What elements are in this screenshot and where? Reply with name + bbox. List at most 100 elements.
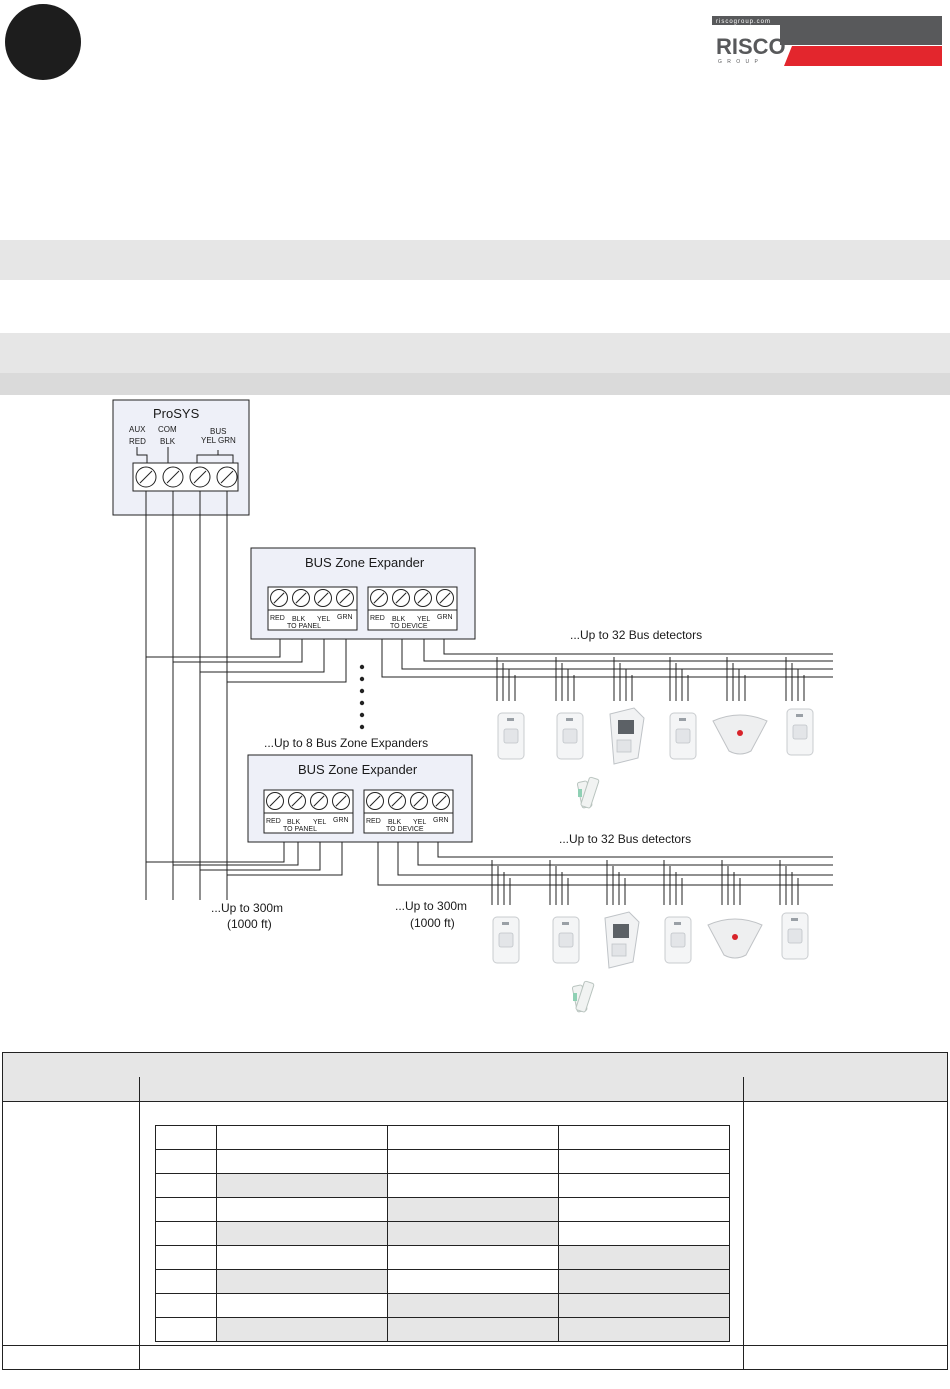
dip-table-cell [558,1221,730,1246]
brand-name: RISCO [716,34,786,59]
prosys-panel-box [112,399,250,516]
expander-2-title: BUS Zone Expander [298,762,418,777]
exp1-blk-device: BLK [392,616,406,623]
exp2-device-terminal-screw-slot-2 [413,795,425,807]
dip-table-cell [216,1293,388,1318]
motion-detector-icon [492,916,520,964]
dip-table-cell [387,1293,559,1318]
dip-table-cell [155,1317,217,1342]
expander-1-title: BUS Zone Expander [305,555,425,570]
dip-table-row [155,1197,730,1222]
specification-table [2,1052,948,1370]
exp1-yel-device: YEL [417,616,430,623]
dip-table-cell [155,1149,217,1174]
motion-detector-icon [664,916,692,964]
exp2-blk: BLK [287,819,301,826]
exp1-to-panel: TO PANEL [287,623,321,630]
dip-table-row [155,1125,730,1150]
chapter-badge [5,4,81,80]
dip-table-row [155,1221,730,1246]
exp2-yel-device: YEL [413,819,426,826]
dip-table-cell [558,1149,730,1174]
exp2-grn: GRN [333,817,349,824]
motion-detector-icon [604,911,640,969]
dip-table-cell [216,1173,388,1198]
distance-label-right-2: (1000 ft) [410,916,455,930]
expander-continuation-dots [359,664,365,730]
dip-table-cell [387,1149,559,1174]
exp1-grn-device: GRN [437,614,453,621]
distance-label-left-2: (1000 ft) [227,917,272,931]
exp1-grn: GRN [337,614,353,621]
dip-table-row [155,1173,730,1198]
exp2-red: RED [266,818,281,825]
dip-table-cell [558,1125,730,1150]
bus-wiring-diagram: ProSYS AUX COM BUS RED BLK YEL GRN BU [112,399,833,1013]
dip-table-cell [216,1245,388,1270]
exp1-panel-terminal-screw-slot-0 [273,592,285,604]
spec-table-header [3,1053,947,1078]
panel-terminal-screw-slot-3 [220,470,234,484]
up-to-32-label-2: ...Up to 32 Bus detectors [559,832,691,846]
up-to-32-label-1: ...Up to 32 Bus detectors [570,628,702,642]
exp1-device-terminal-screw-slot-3 [439,592,451,604]
dip-table-cell [216,1269,388,1294]
exp2-panel-terminal-screw-slot-2 [313,795,325,807]
dip-table-row [155,1245,730,1270]
dip-table-row [155,1149,730,1174]
dip-table-cell [558,1269,730,1294]
dip-table-cell [558,1245,730,1270]
dip-table-row [155,1293,730,1318]
section-band-3 [0,373,950,395]
exp2-grn-device: GRN [433,817,449,824]
dip-table-cell [387,1269,559,1294]
exp1-device-terminal-screw-slot-2 [417,592,429,604]
motion-detector-icon [781,912,809,960]
dip-table-cell [155,1125,217,1150]
panel-terminal-screw-slot-1 [166,470,180,484]
dip-table-cell [387,1245,559,1270]
exp1-device-terminal-screw-slot-0 [373,592,385,604]
distance-label-right-1: ...Up to 300m [395,899,467,913]
motion-detector-icon [497,712,525,760]
motion-detector-icon [786,708,814,756]
exp1-red-device: RED [370,615,385,622]
panel-terminal-screw-slot-0 [139,470,153,484]
dip-table-row [155,1269,730,1294]
exp2-panel-terminal-screw-slot-0 [269,795,281,807]
exp2-to-device: TO DEVICE [386,826,424,833]
exp1-to-device: TO DEVICE [390,623,428,630]
dip-table-cell [155,1173,217,1198]
exp1-red: RED [270,615,285,622]
red-label: RED [129,437,146,446]
dip-table-cell [387,1173,559,1198]
motion-detector-icon [712,714,768,755]
com-label: COM [158,425,177,434]
motion-detector-icon [556,712,584,760]
dip-table-row [155,1317,730,1342]
spec-col-divider-1 [139,1077,140,1369]
brand-url: riscogroup.com [716,19,771,25]
blk-label: BLK [160,437,176,446]
dip-switch-table [155,1125,730,1342]
motion-detector-icon [707,918,763,959]
dip-table-cell [155,1245,217,1270]
exp2-panel-terminal-screw-slot-3 [335,795,347,807]
door-contact-icon [576,776,600,809]
dip-table-cell [558,1317,730,1342]
section-band-2 [0,333,950,373]
exp1-blk: BLK [292,616,306,623]
exp1-panel-terminal-screw-slot-1 [295,592,307,604]
dip-table-cell [216,1125,388,1150]
up-to-8-label: ...Up to 8 Bus Zone Expanders [264,736,428,750]
dip-table-cell [216,1317,388,1342]
motion-detector-icon [609,707,645,765]
section-band-1 [0,240,950,280]
yelgrn-label: YEL GRN [201,436,236,445]
panel-terminal-screw-slot-2 [193,470,207,484]
aux-label: AUX [129,425,146,434]
exp2-yel: YEL [313,819,326,826]
exp1-device-terminal-screw-slot-1 [395,592,407,604]
spec-last-row-divider [3,1345,947,1346]
dip-table-cell [155,1197,217,1222]
